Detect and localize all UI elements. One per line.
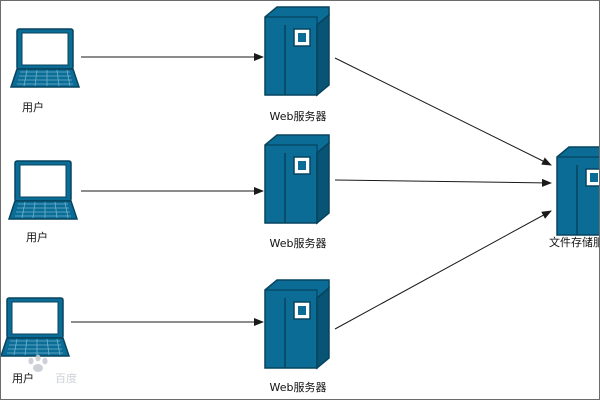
laptop-icon bbox=[10, 28, 80, 88]
paw-logo-icon bbox=[28, 354, 48, 372]
user-node-2: 用户 bbox=[8, 160, 78, 244]
edge-web2-fileserver bbox=[334, 178, 552, 187]
server-tower-icon bbox=[264, 279, 330, 369]
user-node-3: 用户 bbox=[1, 297, 70, 385]
file-server-label: 文件存储服 bbox=[549, 235, 600, 249]
web-server-label-2: Web服务器 bbox=[270, 237, 327, 250]
laptop-icon bbox=[1, 297, 70, 357]
edge-web1-fileserver bbox=[334, 57, 552, 166]
user-label-1: 用户 bbox=[22, 100, 44, 114]
file-server-node: 文件存储服 bbox=[549, 146, 600, 249]
edge-web3-fileserver bbox=[334, 210, 552, 330]
watermark-text: 百度 bbox=[55, 371, 77, 385]
watermark: 百度 bbox=[28, 354, 77, 385]
user-label-3: 用户 bbox=[12, 371, 34, 385]
web-server-label-3: Web服务器 bbox=[270, 381, 327, 394]
laptop-icon bbox=[8, 160, 78, 220]
user-label-2: 用户 bbox=[26, 230, 48, 244]
web-server-node-2: Web服务器 bbox=[264, 134, 330, 250]
web-server-label-1: Web服务器 bbox=[270, 110, 327, 123]
web-server-node-3: Web服务器 bbox=[264, 279, 330, 394]
server-tower-icon bbox=[264, 6, 330, 96]
server-tower-icon bbox=[556, 146, 599, 236]
user-node-1: 用户 bbox=[10, 28, 80, 114]
web-server-node-1: Web服务器 bbox=[264, 6, 330, 123]
server-tower-icon bbox=[264, 134, 330, 224]
